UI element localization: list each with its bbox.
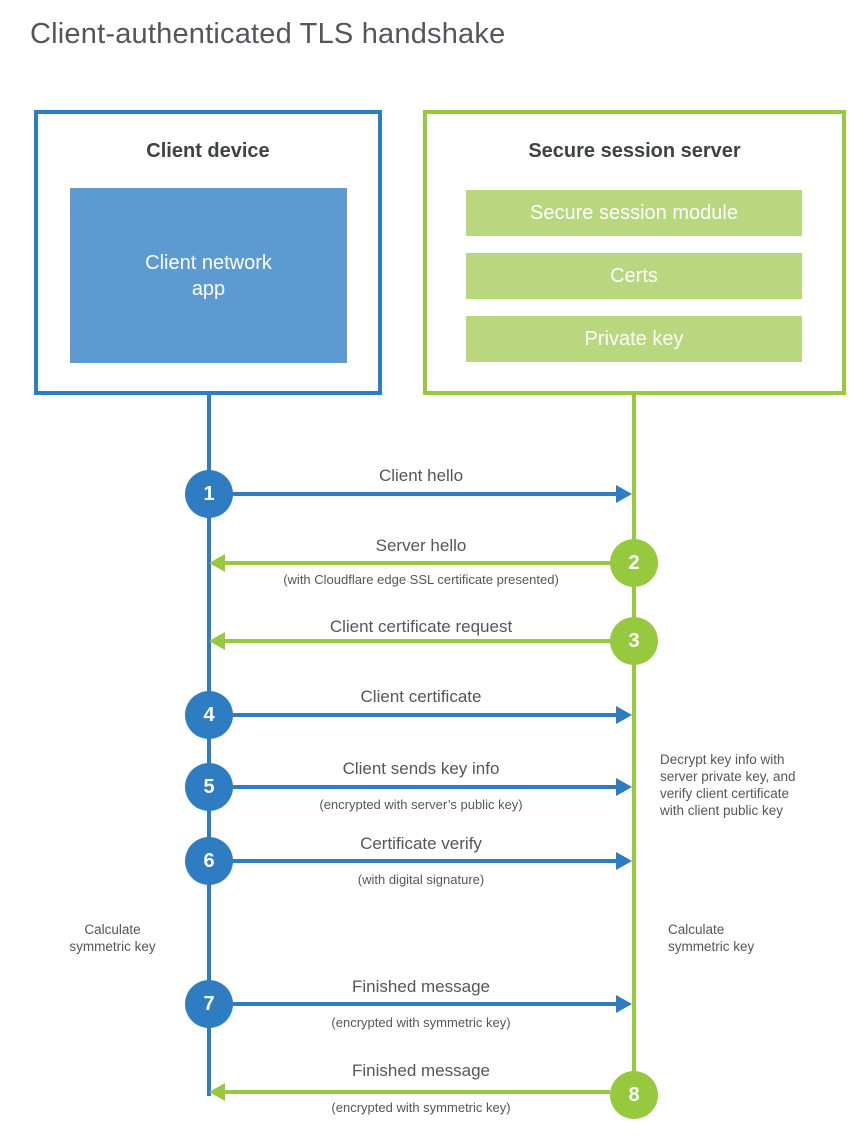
step4-circle: 4 — [185, 691, 233, 739]
arrowhead-left-icon — [209, 1083, 225, 1101]
step6-subtext: (with digital signature) — [357, 872, 485, 887]
client-network-app-block: Client network app — [70, 188, 347, 363]
secure-session-module-bar: Secure session module — [466, 190, 802, 236]
calc-symmetric-key-client: Calculate symmetric key — [69, 922, 156, 954]
arrowhead-right-icon — [616, 485, 632, 503]
step8-label: Finished message — [352, 1061, 490, 1080]
arrowhead-left-icon — [209, 554, 225, 572]
server-lifeline — [632, 394, 636, 1094]
server-decrypt-note: Decrypt key info with server private key… — [660, 752, 796, 818]
step2-label: Server hello — [375, 536, 467, 555]
arrowhead-right-icon — [616, 778, 632, 796]
client-lifeline — [207, 394, 211, 1096]
step7-label: Finished message — [352, 977, 490, 996]
step6-label: Certificate verify — [360, 834, 482, 853]
step8-subtext: (encrypted with symmetric key) — [331, 1100, 511, 1115]
step7-circle: 7 — [185, 980, 233, 1028]
step3-label: Client certificate request — [329, 617, 513, 636]
private-key-bar: Private key — [466, 316, 802, 362]
step5-subtext: (encrypted with server’s public key) — [319, 797, 523, 812]
calc-symmetric-key-server: Calculate symmetric key — [668, 922, 755, 954]
step5-circle: 5 — [185, 763, 233, 811]
arrowhead-right-icon — [616, 852, 632, 870]
step7-subtext: (encrypted with symmetric key) — [331, 1015, 511, 1030]
step1-label: Client hello — [378, 466, 464, 485]
step1-circle: 1 — [185, 470, 233, 518]
step2-circle: 2 — [610, 539, 658, 587]
step5-label: Client sends key info — [342, 759, 500, 778]
arrowhead-left-icon — [209, 632, 225, 650]
step2-subtext: (with Cloudflare edge SSL certificate pr… — [283, 572, 559, 587]
step4-arrow — [233, 713, 618, 717]
step4-label: Client certificate — [360, 687, 482, 706]
step5-arrow — [233, 785, 618, 789]
step7-arrow — [233, 1002, 618, 1006]
page-title: Client-authenticated TLS handshake — [30, 18, 506, 50]
arrowhead-right-icon — [616, 706, 632, 724]
step3-arrow — [225, 639, 610, 643]
secure-session-server-box: Secure session server Secure session mod… — [423, 110, 846, 395]
step6-arrow — [233, 859, 618, 863]
arrowhead-right-icon — [616, 995, 632, 1013]
step1-arrow — [233, 492, 618, 496]
step3-circle: 3 — [610, 617, 658, 665]
step6-circle: 6 — [185, 837, 233, 885]
step8-circle: 8 — [610, 1071, 658, 1119]
certs-bar: Certs — [466, 253, 802, 299]
step8-arrow — [225, 1090, 610, 1094]
client-device-box: Client device Client network app — [34, 110, 382, 395]
step2-arrow — [225, 561, 610, 565]
secure-session-server-title: Secure session server — [528, 140, 741, 162]
client-device-title: Client device — [146, 140, 270, 162]
